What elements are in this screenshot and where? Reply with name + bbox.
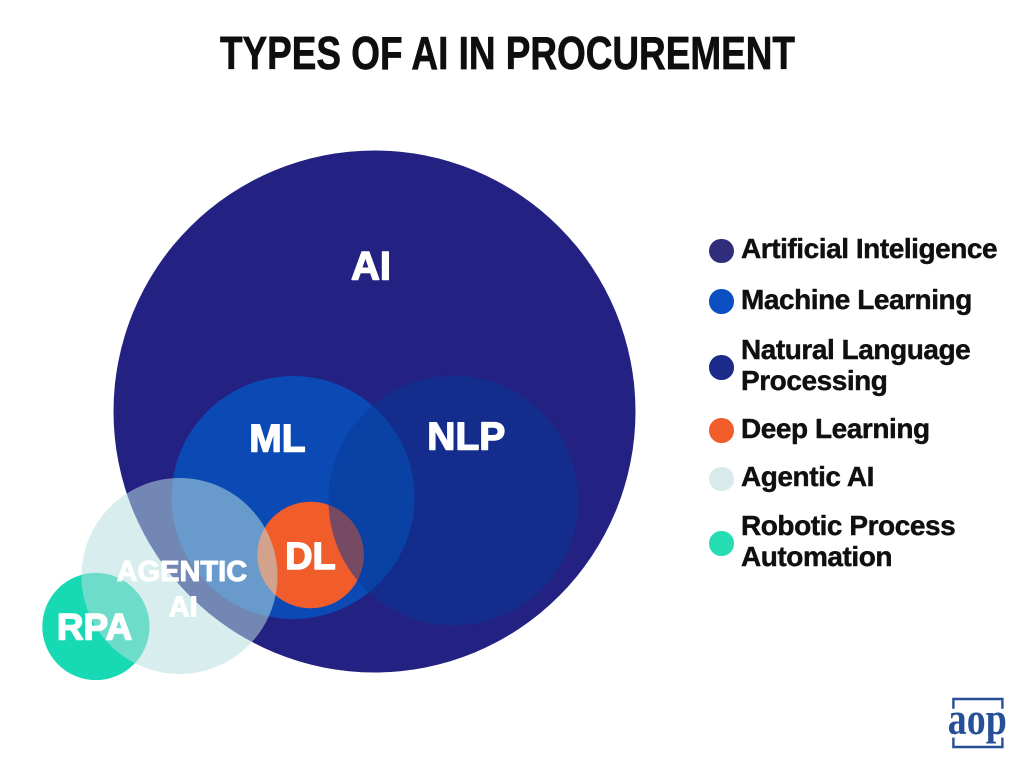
svg-text:DL: DL xyxy=(285,536,336,578)
svg-text:RPA: RPA xyxy=(57,607,132,648)
svg-text:AGENTIC: AGENTIC xyxy=(117,556,248,588)
svg-text:aop: aop xyxy=(948,694,1007,744)
svg-text:NLP: NLP xyxy=(427,415,505,458)
svg-text:AI: AI xyxy=(351,245,391,289)
svg-text:AI: AI xyxy=(169,591,198,623)
svg-text:ML: ML xyxy=(249,418,305,461)
